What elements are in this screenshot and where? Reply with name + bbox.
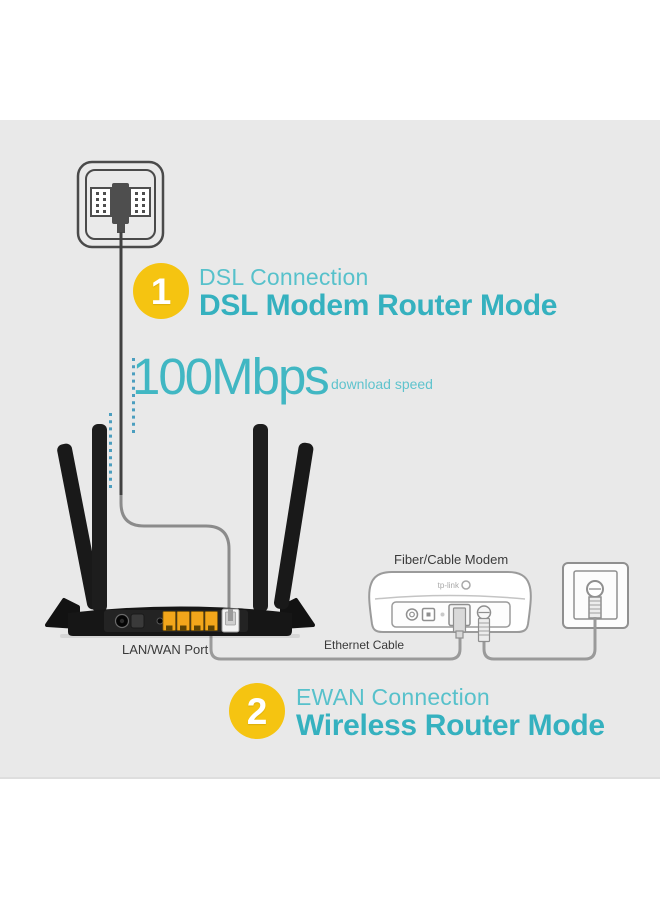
ethernet-cable-label: Ethernet Cable bbox=[324, 638, 405, 652]
step-2-title: EWAN Connection bbox=[296, 684, 490, 710]
signal-dots bbox=[109, 358, 135, 489]
modem-coax-connector bbox=[476, 605, 492, 643]
coax-wall-outlet-icon bbox=[562, 562, 629, 629]
modem-top-edge bbox=[374, 594, 526, 600]
router-antenna-outer-left bbox=[57, 443, 102, 610]
download-speed-caption: download speed bbox=[331, 376, 433, 392]
step-2-badge: 2 bbox=[229, 683, 285, 739]
wifi-router-illustration bbox=[45, 424, 315, 638]
coax-threads bbox=[589, 600, 601, 614]
modem-ethernet-plug bbox=[452, 607, 467, 633]
step-1-badge: 1 bbox=[133, 263, 189, 319]
modem-logo: tp-link bbox=[438, 581, 460, 590]
fiber-cable-modem-illustration: tp-link bbox=[368, 571, 532, 643]
router-lan-ports bbox=[162, 611, 218, 631]
router-antenna-inner-left bbox=[92, 424, 107, 612]
modem-reset-button bbox=[440, 612, 445, 617]
router-power-button bbox=[130, 613, 145, 629]
tp-link-logo-icon bbox=[461, 580, 471, 590]
ethernet-cable-line bbox=[209, 634, 462, 661]
step-2-number: 2 bbox=[246, 690, 268, 732]
jack-pins bbox=[96, 192, 145, 213]
step-1-subtitle: DSL Modem Router Mode bbox=[199, 289, 558, 322]
step-1-title: DSL Connection bbox=[199, 264, 369, 290]
router-wps-button bbox=[156, 617, 164, 625]
dsl-cable-light-segment bbox=[119, 495, 231, 609]
router-dsl-port bbox=[221, 608, 240, 633]
step-1-number: 1 bbox=[150, 270, 172, 312]
download-speed-value: 100Mbps bbox=[132, 348, 330, 405]
lan-wan-port-label: LAN/WAN Port bbox=[122, 642, 209, 657]
step-2-subtitle: Wireless Router Mode bbox=[296, 709, 605, 742]
router-antenna-outer-right bbox=[273, 442, 314, 610]
fiber-cable-modem-label: Fiber/Cable Modem bbox=[394, 552, 509, 567]
coax-cable-line bbox=[482, 617, 597, 661]
dsl-wall-outlet-icon bbox=[76, 160, 165, 249]
router-antenna-inner-right bbox=[253, 424, 268, 612]
